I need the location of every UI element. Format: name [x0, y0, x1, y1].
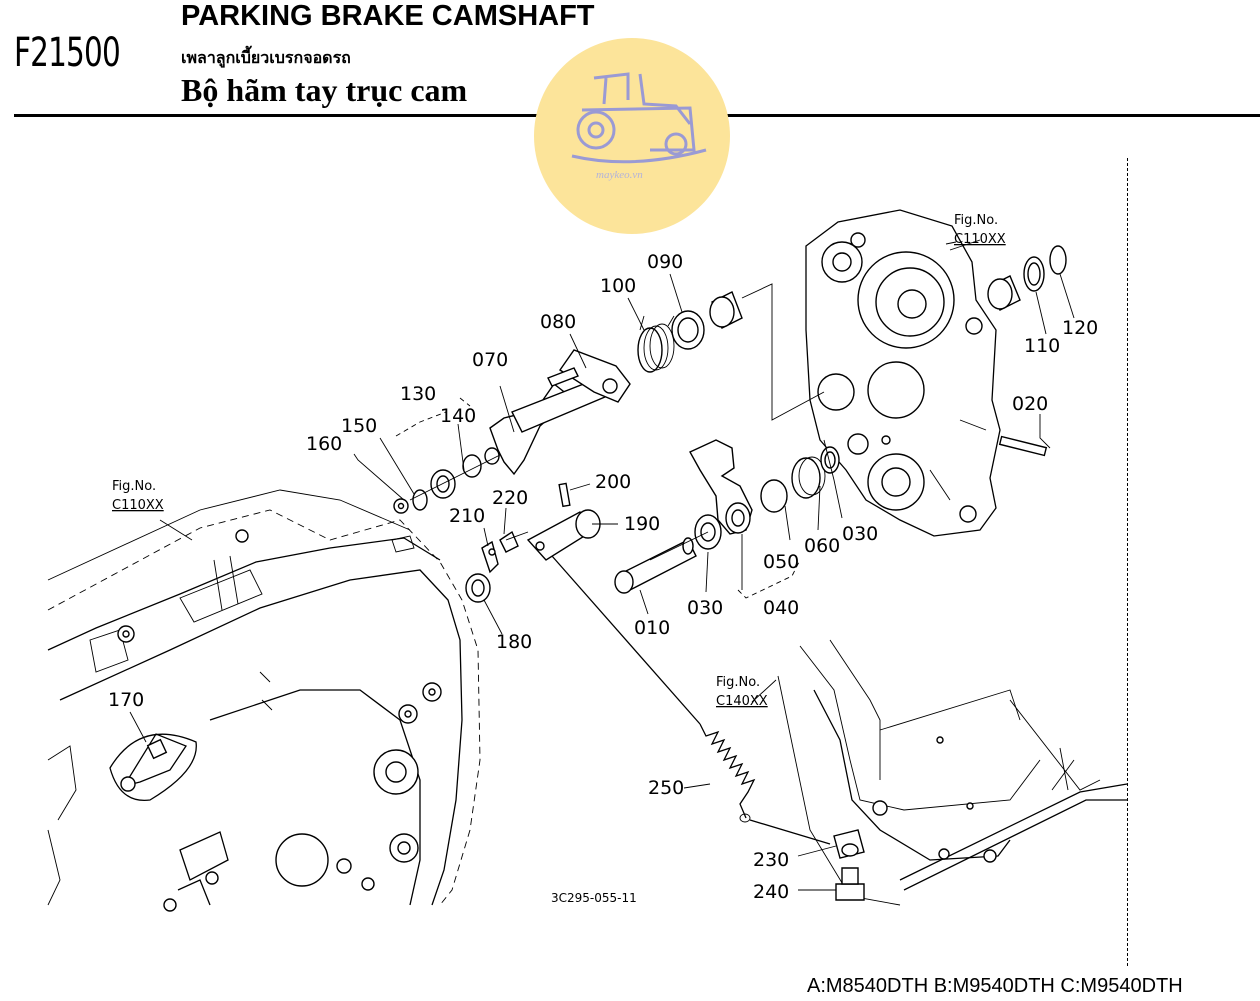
- part-label-230: 230: [753, 849, 789, 871]
- part-label-040: 040: [763, 597, 799, 619]
- catalog-code: F21500: [14, 30, 121, 76]
- part-label-220: 220: [492, 487, 528, 509]
- part-label-090: 090: [647, 251, 683, 273]
- part-label-020: 020: [1012, 393, 1048, 415]
- fig-ref-code: C110XX: [954, 232, 1006, 247]
- gear-case: [805, 209, 1001, 537]
- fig-ref-code: C110XX: [112, 498, 164, 513]
- title-vietnamese: Bộ hãm tay trục cam: [181, 72, 468, 108]
- part-label-010: 010: [634, 617, 670, 639]
- part-label-210: 210: [449, 505, 485, 527]
- torsion-spring-icon: [637, 315, 675, 373]
- fig-ref-bottom: Fig.No. C140XX: [716, 675, 768, 709]
- part-label-170: 170: [108, 689, 144, 711]
- transmission-case: [47, 489, 481, 912]
- part-label-240: 240: [753, 881, 789, 903]
- title-thai: เพลาลูกเบี้ยวเบรกจอดรถ: [181, 48, 351, 67]
- section-divider: [1127, 158, 1128, 966]
- part-label-030-left: 030: [687, 597, 723, 619]
- part-label-100: 100: [600, 275, 636, 297]
- watermark-logo: maykeo.vn: [534, 38, 730, 234]
- fig-ref-label: Fig.No.: [112, 479, 156, 494]
- drawing-number: 3C295-055-11: [551, 891, 637, 905]
- part-label-250: 250: [648, 777, 684, 799]
- fig-ref-left: Fig.No. C110XX: [112, 479, 164, 513]
- fig-ref-code: C140XX: [716, 694, 768, 709]
- part-label-190: 190: [624, 513, 660, 535]
- part-label-060: 060: [804, 535, 840, 557]
- part-label-160: 160: [306, 433, 342, 455]
- part-label-030-right: 030: [842, 523, 878, 545]
- watermark-text: maykeo.vn: [596, 169, 643, 181]
- part-label-080: 080: [540, 311, 576, 333]
- part-label-180: 180: [496, 631, 532, 653]
- tractor-icon: [571, 72, 707, 164]
- fig-ref-top-right: Fig.No. C110XX: [954, 213, 1006, 247]
- tension-spring-icon: [699, 723, 756, 823]
- part-labels: 020 030 030 060 050 040 010 190 200 220 …: [108, 251, 1098, 903]
- fig-ref-label: Fig.No.: [954, 213, 998, 228]
- part-label-070: 070: [472, 349, 508, 371]
- title-english: PARKING BRAKE CAMSHAFT: [181, 0, 595, 32]
- fig-ref-label: Fig.No.: [716, 675, 760, 690]
- part-label-150: 150: [341, 415, 377, 437]
- part-label-140: 140: [440, 405, 476, 427]
- shaft-assembly: [393, 245, 1067, 901]
- part-label-200: 200: [595, 471, 631, 493]
- lower-frame: [777, 639, 1128, 906]
- part-label-110: 110: [1024, 335, 1060, 357]
- leader-lines: [129, 241, 1075, 891]
- part-label-130: 130: [400, 383, 436, 405]
- part-label-050: 050: [763, 551, 799, 573]
- part-label-120: 120: [1062, 317, 1098, 339]
- model-list: A:M8540DTH B:M9540DTH C:M9540DTH: [807, 975, 1183, 997]
